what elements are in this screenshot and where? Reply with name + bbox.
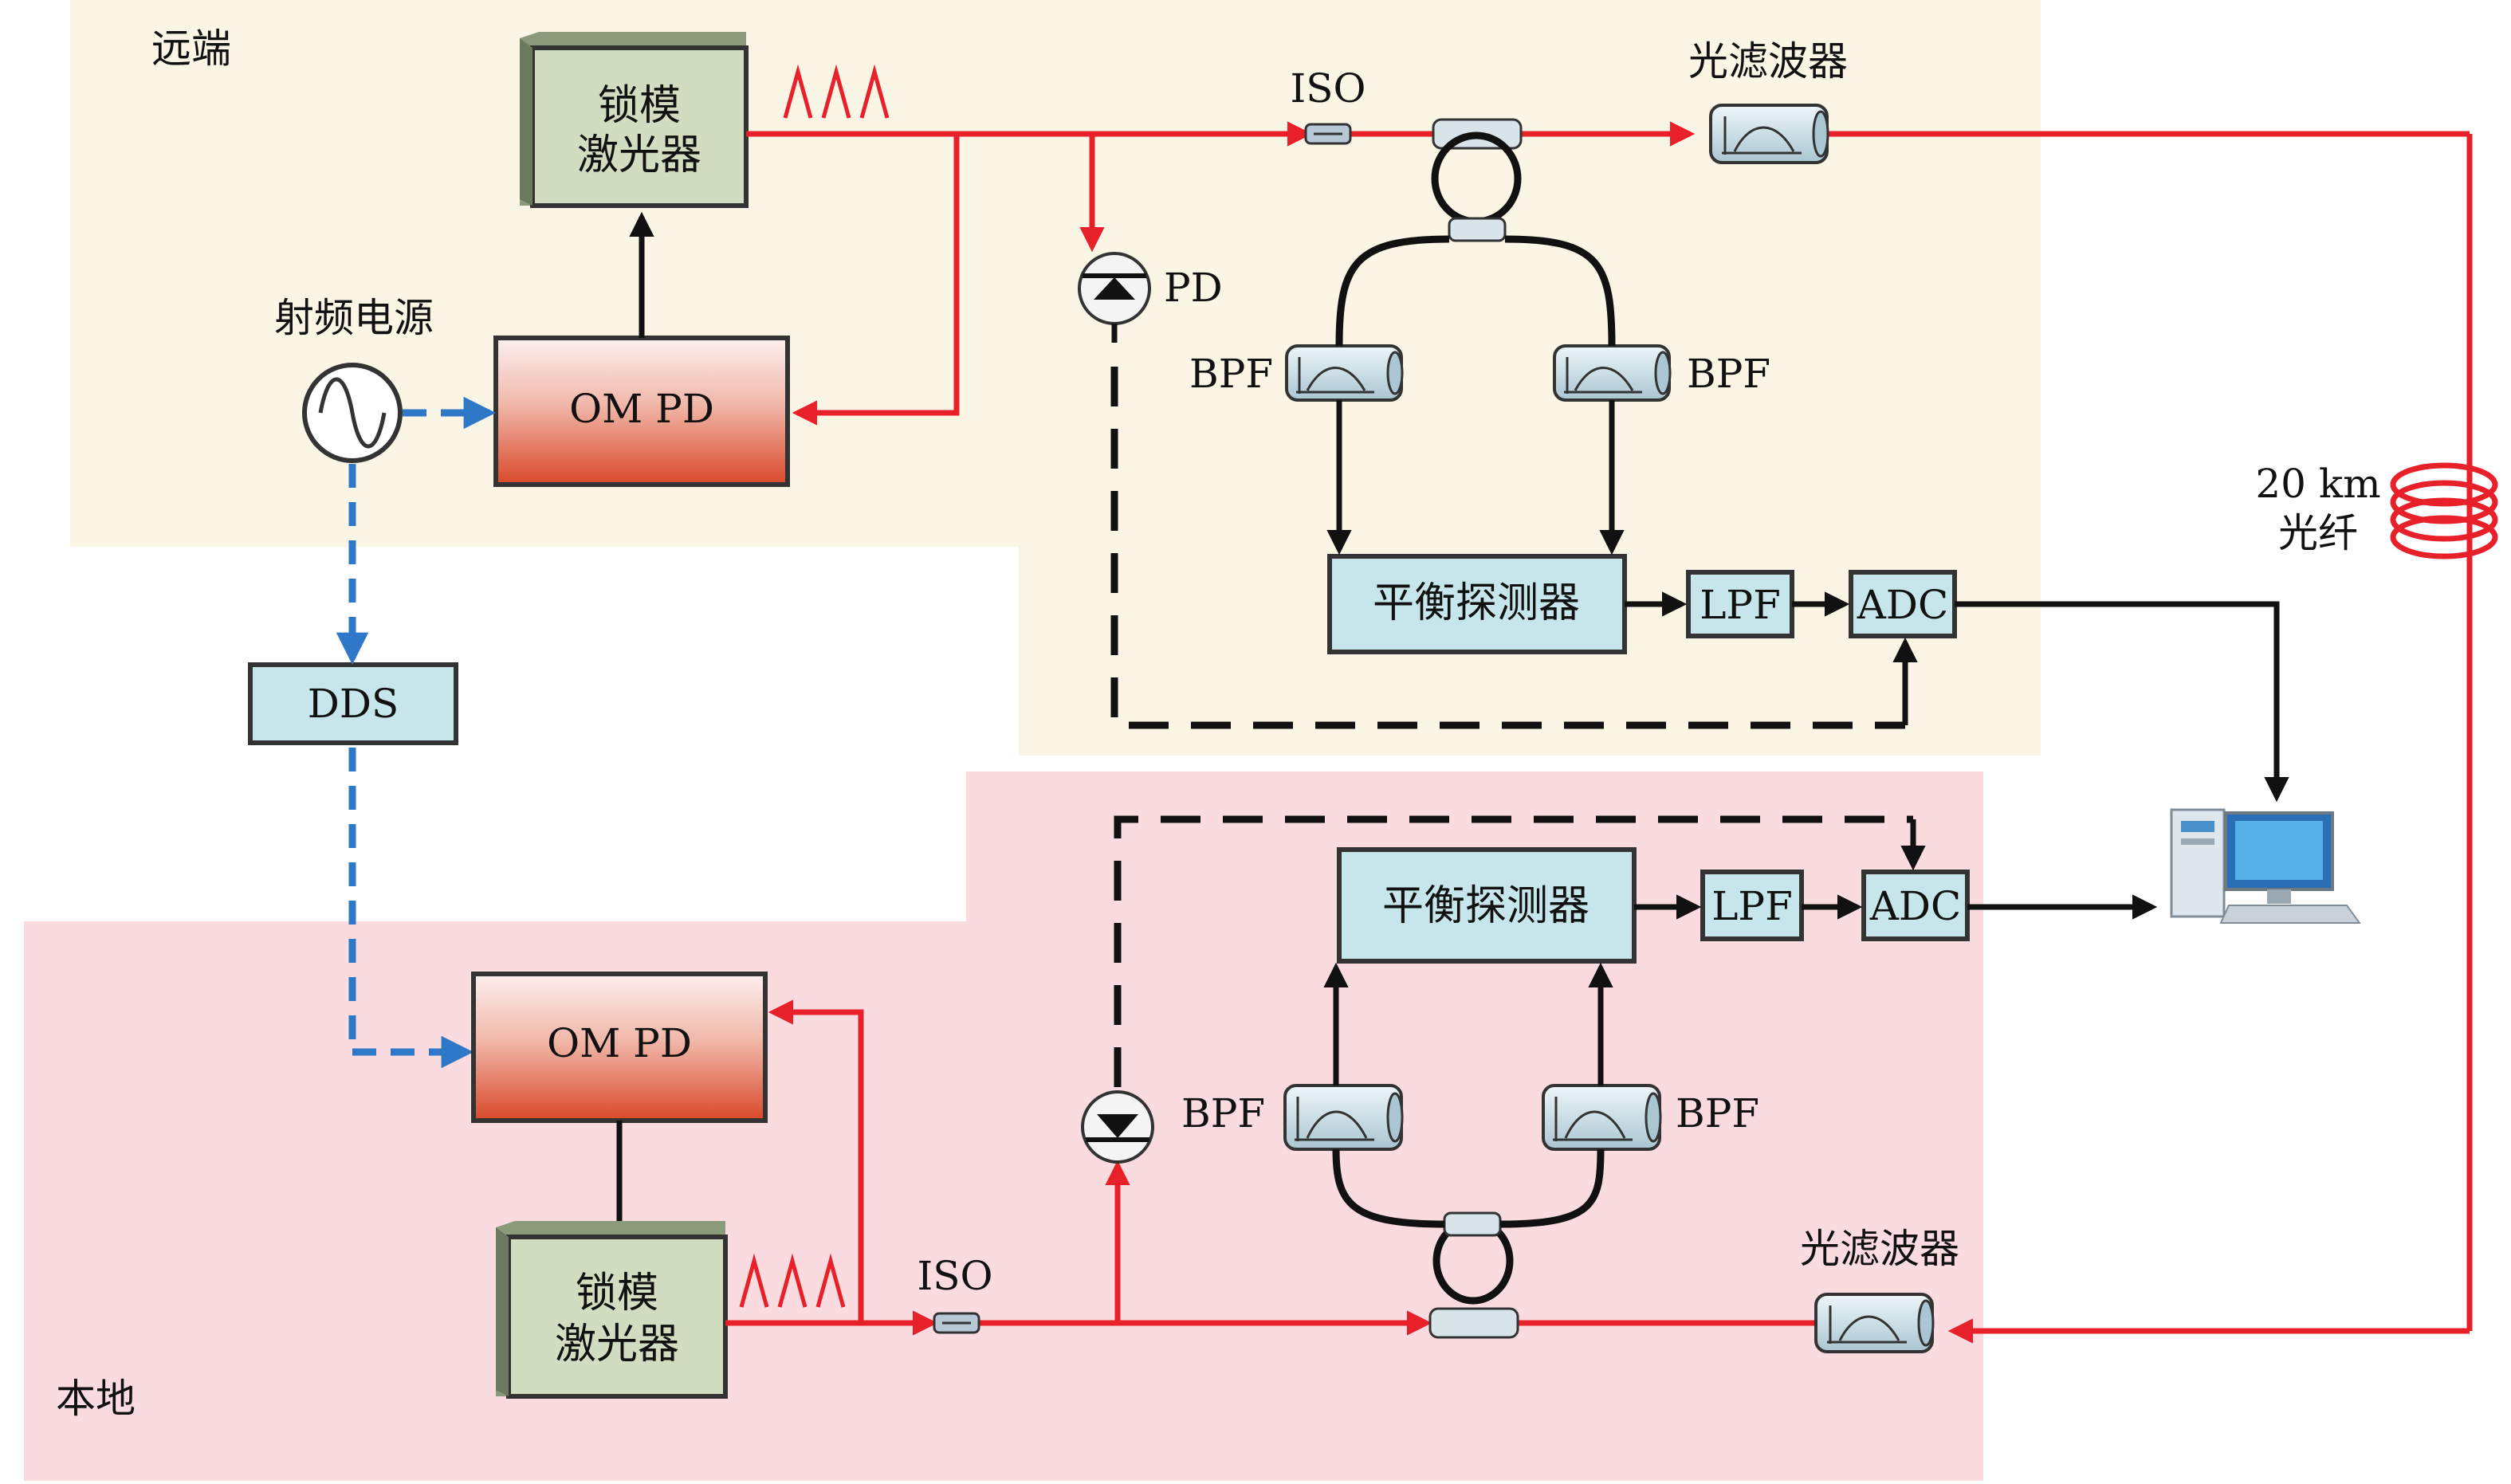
dds-label: DDS — [308, 681, 399, 727]
pulse-train-icon — [739, 1253, 846, 1308]
local-laser-label-1: 锁模 — [576, 1270, 658, 1317]
remote-ompd-label: OM PD — [569, 386, 714, 432]
fiber-spool-icon — [2390, 462, 2498, 559]
remote-lpf: LPF — [1686, 570, 1794, 638]
remote-optical-paths — [746, 121, 2473, 1344]
remote-fiber-arms — [1335, 235, 1616, 347]
remote-pd-trigger-path — [1110, 367, 1905, 729]
local-electrical-paths — [1323, 819, 2158, 1086]
remote-region-label: 远端 — [151, 26, 231, 72]
pulse-train-icon — [783, 64, 890, 119]
local-photodiode — [1081, 1090, 1154, 1164]
remote-mode-locked-laser: 锁模 激光器 — [520, 32, 749, 208]
local-ompd-box: OM PD — [471, 972, 768, 1123]
dds-box: DDS — [248, 662, 458, 745]
local-bpf-left: BPF — [1181, 1084, 1404, 1151]
local-mode-locked-laser: 锁模 激光器 — [496, 1221, 728, 1399]
local-fiber-arms — [1332, 1148, 1605, 1228]
remote-isolator-icon: ISO — [1291, 65, 1366, 145]
local-optical-paths — [725, 999, 1814, 1336]
remote-electrical-paths — [1326, 400, 2289, 803]
remote-balanced-detector-label: 平衡探测器 — [1373, 579, 1580, 627]
bandpass-filter-icon — [1709, 104, 1829, 164]
remote-laser-label-1: 锁模 — [598, 82, 681, 130]
local-balanced-detector: 平衡探测器 — [1337, 847, 1637, 964]
local-laser-label-2: 激光器 — [555, 1321, 679, 1368]
remote-balanced-detector: 平衡探测器 — [1327, 554, 1627, 654]
local-lpf: LPF — [1700, 870, 1804, 941]
local-lpf-label: LPF — [1711, 883, 1793, 929]
fiber-length-label: 20 km — [2255, 461, 2380, 507]
bandpass-filter-icon — [1553, 344, 1672, 402]
photodiode-icon — [1078, 252, 1151, 325]
remote-bpf-right: BPF — [1553, 344, 1770, 402]
local-optical-filter-label: 光滤波器 — [1800, 1226, 1959, 1272]
local-adc: ADC — [1861, 870, 1970, 941]
local-pd-trigger-path — [1114, 815, 1913, 1087]
remote-photodiode: PD — [1078, 252, 1223, 325]
rf-source-label: 射频电源 — [274, 295, 434, 341]
photodiode-icon — [1081, 1090, 1154, 1164]
remote-optical-filter: 光滤波器 — [1688, 38, 1848, 164]
remote-lpf-label: LPF — [1700, 582, 1781, 628]
local-bpf-left-label: BPF — [1181, 1090, 1265, 1137]
bandpass-filter-icon — [1814, 1293, 1935, 1353]
remote-optical-filter-label: 光滤波器 — [1688, 38, 1848, 84]
remote-bpf-right-label: BPF — [1687, 351, 1770, 397]
remote-iso-label: ISO — [1291, 65, 1366, 112]
local-ompd-label: OM PD — [547, 1020, 692, 1066]
remote-adc: ADC — [1849, 570, 1957, 638]
local-balanced-detector-label: 平衡探测器 — [1382, 882, 1590, 930]
rf-source: 射频电源 — [274, 295, 434, 463]
remote-pd-label: PD — [1164, 265, 1223, 311]
remote-bpf-left: BPF — [1189, 344, 1404, 402]
local-bpf-right-label: BPF — [1676, 1090, 1759, 1137]
bandpass-filter-icon — [1542, 1084, 1662, 1151]
computer-icon — [2170, 808, 2361, 924]
bandpass-filter-icon — [1283, 1084, 1404, 1151]
local-isolator-icon: ISO — [918, 1253, 993, 1334]
remote-ompd-box: OM PD — [493, 336, 790, 487]
local-coupler-icon — [1428, 1211, 1519, 1339]
local-region-label: 本地 — [56, 1376, 136, 1422]
remote-adc-label: ADC — [1857, 582, 1948, 628]
rf-paths — [336, 396, 497, 1069]
remote-bpf-left-label: BPF — [1189, 351, 1273, 397]
bandpass-filter-icon — [1285, 344, 1404, 402]
local-adc-label: ADC — [1869, 883, 1961, 929]
remote-coupler-icon — [1431, 118, 1523, 242]
fiber-type-label: 光纤 — [2278, 510, 2358, 556]
local-optical-filter: 光滤波器 — [1800, 1226, 1959, 1353]
local-iso-label: ISO — [918, 1253, 993, 1299]
remote-laser-label-2: 激光器 — [577, 132, 701, 179]
